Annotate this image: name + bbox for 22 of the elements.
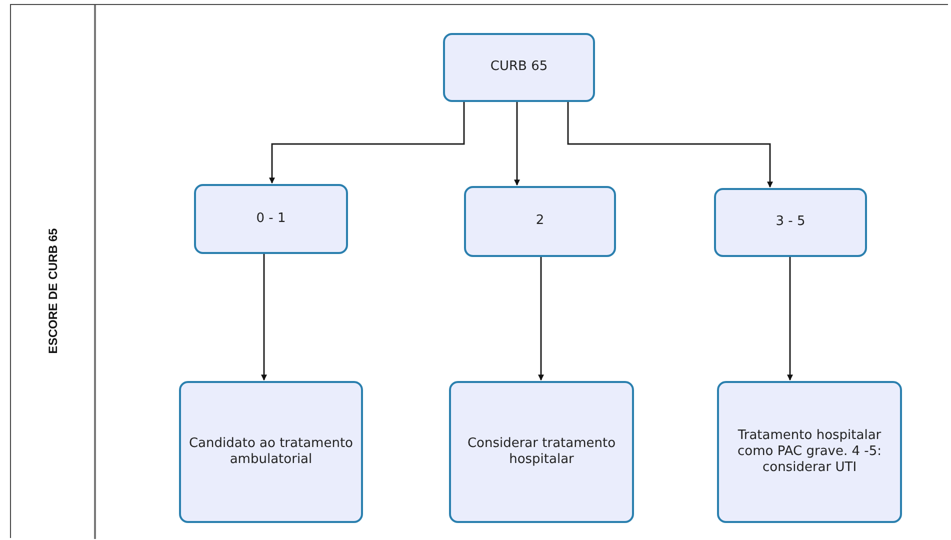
process-box xyxy=(717,381,902,523)
process-box xyxy=(714,188,867,257)
box-label: Tratamento hospitalar como PAC grave. 4 -5: considerar UTI xyxy=(736,426,882,478)
process-box xyxy=(179,381,363,523)
swimlane-frame xyxy=(10,4,948,538)
process-box xyxy=(194,184,348,254)
box-label: Candidato ao tratamento ambulatorial xyxy=(188,434,354,469)
arrow xyxy=(261,254,267,381)
box-label: Considerar tratamento hospitalar xyxy=(466,434,617,469)
arrow xyxy=(538,257,544,381)
box-label: 3 - 5 xyxy=(774,213,806,232)
box-label: 2 xyxy=(534,212,546,230)
process-box xyxy=(464,186,616,257)
process-box xyxy=(443,33,595,102)
arrow xyxy=(269,102,465,184)
lane-title: ESCORE DE CURB 65 xyxy=(46,228,60,354)
arrow xyxy=(514,102,520,186)
box-label: CURB 65 xyxy=(489,58,549,76)
arrow xyxy=(567,102,773,188)
box-label: 0 - 1 xyxy=(255,210,287,228)
process-box xyxy=(449,381,634,523)
arrow xyxy=(787,257,793,381)
